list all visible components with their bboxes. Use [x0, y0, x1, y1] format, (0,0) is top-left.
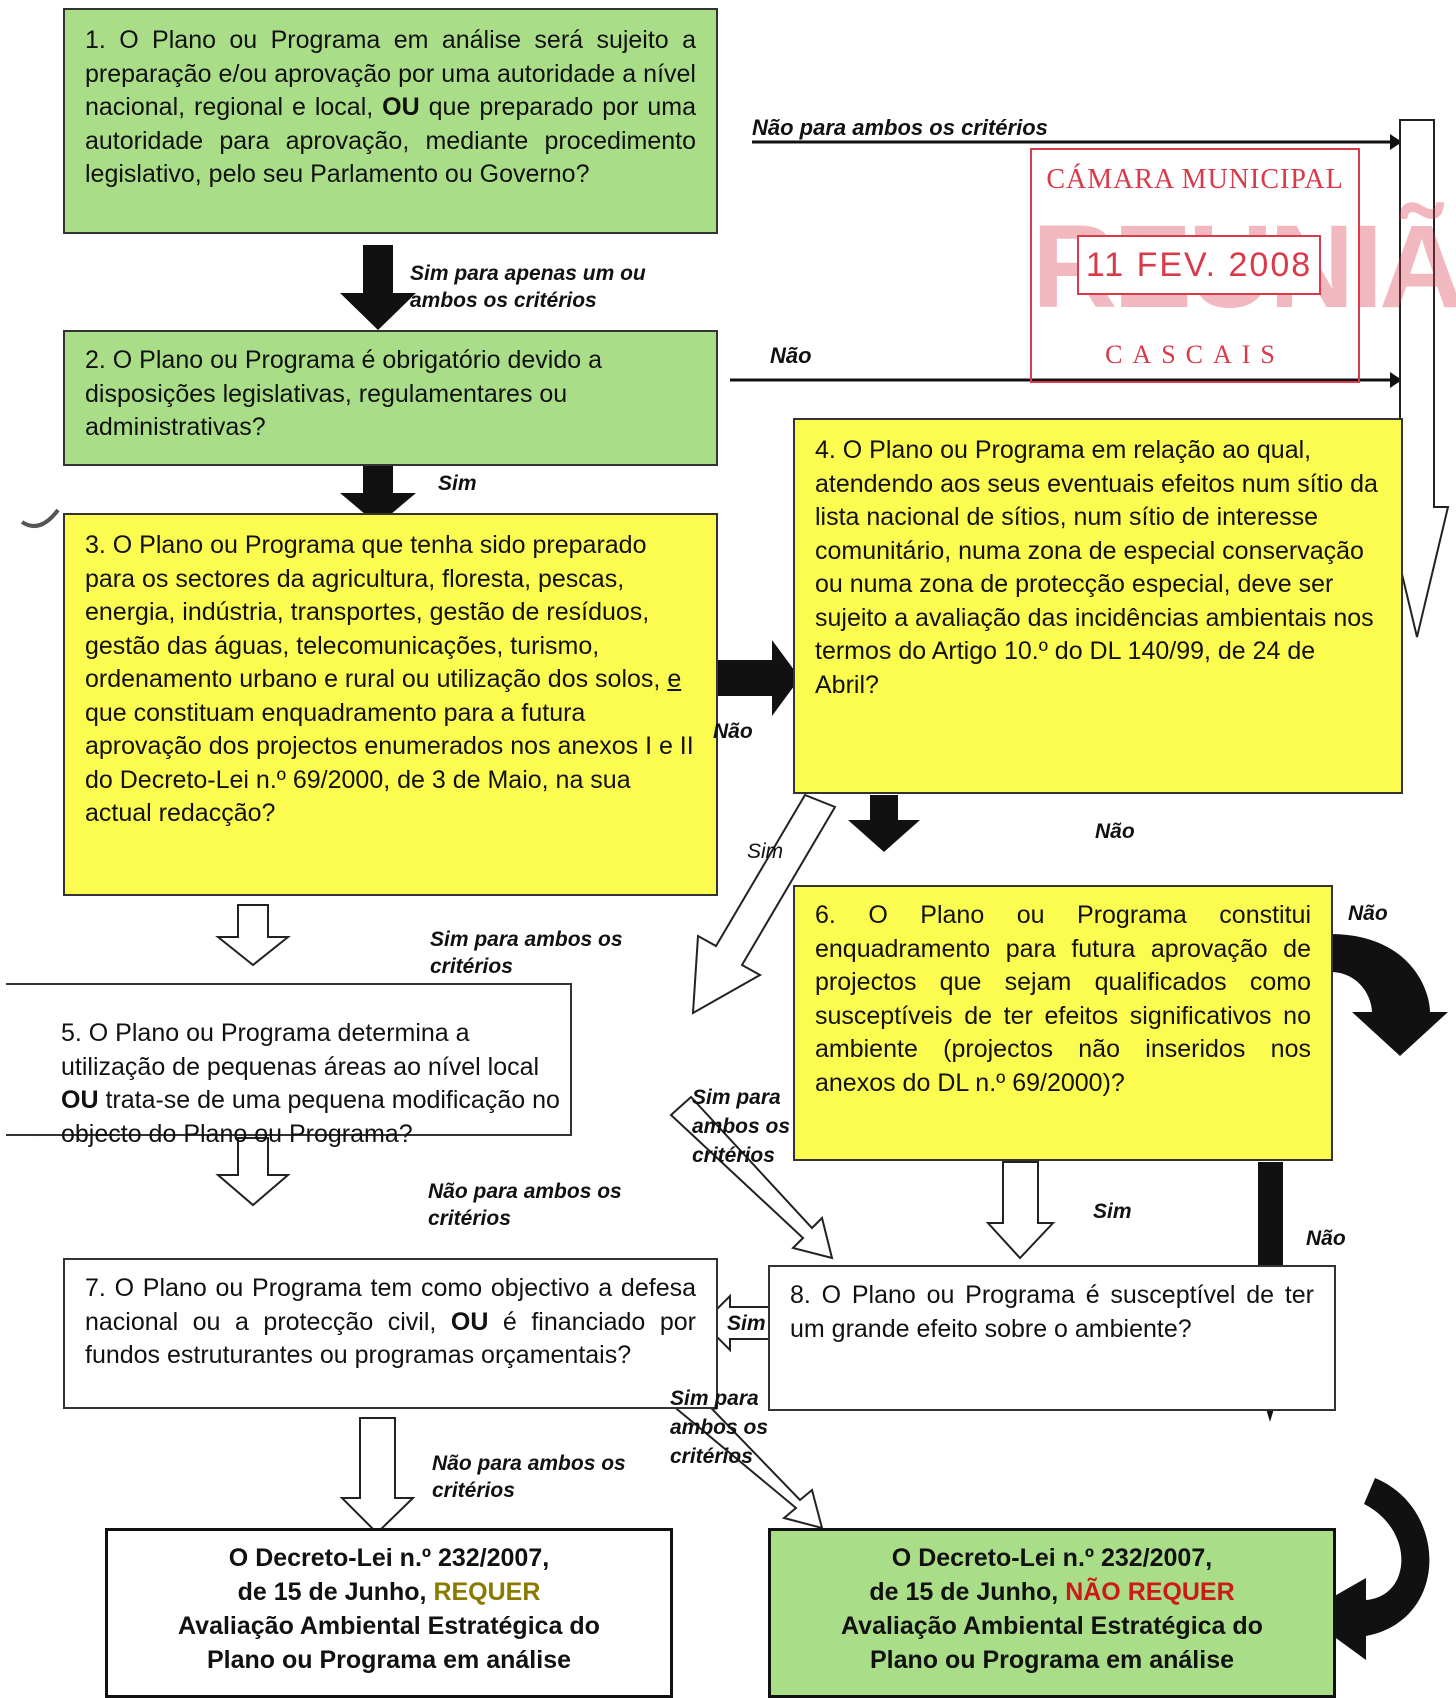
- label-nao-4: Não: [1095, 820, 1135, 843]
- requires-line3: Avaliação Ambiental Estratégica do: [178, 1612, 600, 1640]
- stamp-date: 11 FEV. 2008: [1077, 235, 1321, 295]
- label-sim-8: Sim: [727, 1312, 766, 1335]
- stamp-title: CÁMARA MUNICIPAL: [1046, 164, 1344, 195]
- arrow-1-to-2: [340, 245, 416, 330]
- label-nao-6-right: Não: [1348, 902, 1388, 925]
- not-requires-line2-pre: de 15 de Junho,: [869, 1578, 1066, 1606]
- arrow-2-to-right: [730, 372, 1402, 388]
- question-box-2: 2. O Plano ou Programa é obrigatório dev…: [63, 330, 718, 466]
- question-box-3: 3. O Plano ou Programa que tenha sido pr…: [63, 513, 718, 896]
- requires-line1: O Decreto-Lei n.º 232/2007,: [228, 1544, 550, 1572]
- label-nao-2: Não: [770, 343, 812, 368]
- box8-text: 8. O Plano ou Programa é susceptível de …: [790, 1281, 1314, 1343]
- box1-text-post: que preparado por uma autoridade para ap…: [85, 93, 696, 188]
- box1-text-pre: 1. O Plano ou Programa em análise será s…: [85, 26, 696, 121]
- box5-text-pre: 5. O Plano ou Programa determina a utili…: [61, 1019, 540, 1081]
- label-sim-ambos-7: Sim para ambos os critérios: [670, 1387, 769, 1468]
- box3-text-post: que constituam enquadramento para a futu…: [85, 698, 694, 828]
- label-sim-apenas: Sim para apenas um ou ambos os critérios: [410, 262, 646, 312]
- question-box-4: 4. O Plano ou Programa em relação ao qua…: [793, 418, 1403, 794]
- box3-and: e: [667, 665, 682, 693]
- label-nao-ambos-7: Não para ambos os critérios: [432, 1452, 626, 1502]
- result-requires: O Decreto-Lei n.º 232/2007, de 15 de Jun…: [105, 1528, 673, 1698]
- label-sim-ambos-5: Sim para ambos os critérios: [692, 1086, 791, 1167]
- box7-or: OU: [450, 1307, 489, 1336]
- stamp-city: CASCAIS: [1105, 340, 1285, 369]
- label-nao-ambos-top: Não para ambos os critérios: [752, 115, 1048, 140]
- box5-or: OU: [61, 1086, 99, 1114]
- question-box-5: 5. O Plano ou Programa determina a utili…: [6, 983, 572, 1148]
- result-not-requires: O Decreto-Lei n.º 232/2007, de 15 de Jun…: [768, 1528, 1336, 1698]
- arrow-6-curve: [1330, 934, 1448, 1056]
- arrow-5-to-7: [215, 1137, 291, 1207]
- requires-line2: de 15 de Junho, REQUER: [116, 1575, 662, 1609]
- arrow-4-to-6: [848, 795, 920, 852]
- requires-line4: Plano ou Programa em análise: [206, 1646, 571, 1674]
- label-nao-3: Não: [713, 720, 753, 743]
- arrow-3-to-4: [715, 640, 800, 716]
- box5-text-post: trata-se de uma pequena modificação no o…: [61, 1086, 560, 1148]
- arrow-1-to-right: [752, 134, 1402, 150]
- label-sim-ambos-3: Sim para ambos os critérios: [430, 928, 623, 978]
- label-sim-2: Sim: [438, 472, 477, 495]
- question-box-6: 6. O Plano ou Programa constitui enquadr…: [793, 885, 1333, 1161]
- municipal-stamp: CÁMARA MUNICIPAL REUNIÃO 11 FEV. 2008 CA…: [1030, 148, 1456, 383]
- box3-text-pre: 3. O Plano ou Programa que tenha sido pr…: [85, 531, 668, 693]
- not-requires-line1: O Decreto-Lei n.º 232/2007,: [891, 1544, 1213, 1572]
- arrow-6-to-8: [985, 1161, 1056, 1260]
- left-scan-mark-1: [20, 508, 60, 528]
- label-sim-4: Sim: [747, 840, 784, 863]
- not-requires-line3: Avaliação Ambiental Estratégica do: [841, 1612, 1263, 1640]
- label-sim-6: Sim: [1093, 1200, 1132, 1223]
- box2-text: 2. O Plano ou Programa é obrigatório dev…: [85, 346, 602, 441]
- not-requires-keyword: NÃO REQUER: [1065, 1578, 1235, 1606]
- box6-text: 6. O Plano ou Programa constitui enquadr…: [815, 901, 1311, 1097]
- not-requires-line2: de 15 de Junho, NÃO REQUER: [779, 1575, 1325, 1609]
- arrow-7-to-requires: [339, 1417, 416, 1535]
- arrow-5-to-8: [669, 1095, 834, 1260]
- label-nao-6-down: Não: [1306, 1227, 1346, 1250]
- box7-text-pre: 7. O Plano ou Programa tem como objectiv…: [85, 1274, 696, 1336]
- requires-line2-pre: de 15 de Junho,: [237, 1578, 434, 1606]
- box1-or: OU: [382, 93, 420, 121]
- arrow-3-to-5: [215, 904, 291, 967]
- box7-text-post: é financiado por fundos estruturantes ou…: [85, 1307, 696, 1370]
- box4-text: 4. O Plano ou Programa em relação ao qua…: [815, 436, 1378, 699]
- arrow-2-to-3: [340, 425, 416, 525]
- requires-keyword: REQUER: [433, 1578, 541, 1606]
- question-box-1: 1. O Plano ou Programa em análise será s…: [63, 8, 718, 234]
- arrow-4-to-5: [691, 793, 837, 1015]
- label-nao-ambos-5: Não para ambos os critérios: [428, 1180, 622, 1230]
- not-requires-line4: Plano ou Programa em análise: [869, 1646, 1234, 1674]
- question-box-8: 8. O Plano ou Programa é susceptível de …: [768, 1265, 1336, 1411]
- question-box-7: 7. O Plano ou Programa tem como objectiv…: [63, 1258, 718, 1409]
